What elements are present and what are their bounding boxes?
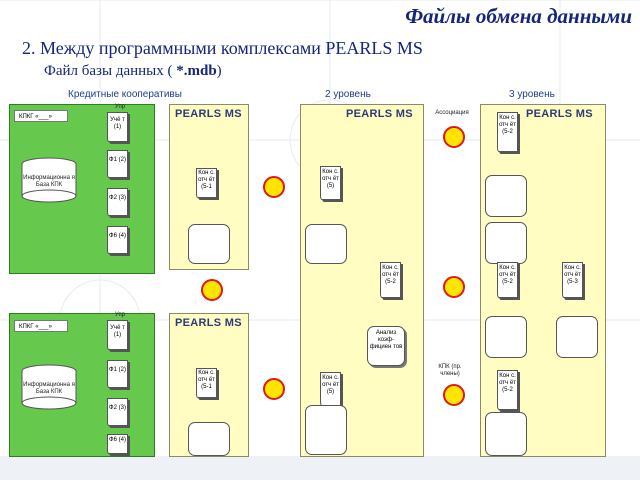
form-doc-f6-bottom: Ф6 (4) [107, 434, 128, 454]
blank-box-level2-top [305, 224, 347, 264]
info-db-label-bottom: Информационна я База КПК [23, 382, 75, 395]
pearls-label-left-top: PEARLS MS [175, 108, 242, 120]
form-doc-f6-top: Ф6 (4) [107, 226, 128, 254]
column-header-level-2: 2 уровень [325, 89, 371, 100]
connector-circle-1 [263, 176, 285, 198]
blank-box-level2-bottom [305, 405, 347, 455]
form-doc-f1-bottom: Ф1 (2) [107, 360, 128, 388]
form-doc-uchet-top: Учё т (1) [107, 112, 128, 142]
blank-box-left-bottom [188, 422, 230, 456]
report-doc-5-1-top: Кон с. отч ёт (5-1 [196, 168, 217, 198]
blank-box-left-top [188, 224, 230, 264]
connector-circle-3 [263, 378, 285, 400]
report-doc-5-2-level3-top: Кон с. отч ёт (5-2 [497, 112, 518, 152]
blank-box-level3-2 [485, 222, 527, 264]
database-icon-bottom [21, 364, 77, 410]
blank-box-level3-5 [485, 412, 527, 456]
file-ext: *.mdb [176, 63, 217, 79]
report-doc-5-2-level2: Кон с. отч ёт (5-2 [380, 262, 401, 298]
kpkg-label-bottom: КПКГ «___» [14, 320, 68, 332]
upr-label-bottom: Упр [114, 312, 126, 318]
upr-label-top: Упр [114, 104, 126, 110]
column-header-level-3: 3 уровень [509, 89, 555, 100]
connector-circle-5 [443, 276, 465, 298]
connector-circle-2 [201, 279, 223, 301]
connector-circle-4 [443, 126, 465, 148]
subtitle: 2. Между программными комплексами PEARLS… [22, 38, 423, 58]
analysis-box: Анализ коэф- фициен тов [367, 326, 405, 366]
blank-box-level3-3 [485, 316, 527, 358]
page-title: Файлы обмена данными [405, 4, 632, 28]
form-doc-f2-top: Ф2 (3) [107, 188, 128, 216]
pearls-label-level3: PEARLS MS [526, 108, 593, 120]
form-doc-f1-top: Ф1 (2) [107, 150, 128, 178]
file-line-prefix: Файл базы данных ( [44, 63, 177, 79]
form-doc-uchet-bottom: Учё т (1) [107, 320, 128, 350]
blank-box-level3-4 [556, 316, 598, 358]
connector-circle-6 [443, 384, 465, 406]
report-doc-5-level2-bottom: Кон с. отч ёт (5) [320, 372, 341, 406]
pearls-label-left-bottom: PEARLS MS [175, 317, 242, 329]
file-line-suffix: ) [216, 63, 222, 79]
report-doc-5-2-level3-mid: Кон с. отч ёт (5-2 [497, 262, 518, 298]
report-doc-5-1-bottom: Кон с. отч ёт (5-1 [196, 368, 217, 398]
report-doc-5-level2-top: Кон с. отч ёт (5) [320, 166, 341, 200]
info-db-label-top: Информационна я База КПК [23, 175, 75, 188]
kpk-members-label: КПК (пр. члены) [438, 364, 462, 377]
credit-coop-panel-bottom [9, 313, 155, 457]
file-line: Файл базы данных ( *.mdb) [44, 63, 222, 80]
pearls-label-level2: PEARLS MS [346, 108, 413, 120]
column-header-credit-coops: Кредитные кооперативы [68, 89, 182, 100]
report-doc-5-2-level3-bottom: Кон с. отч ёт (5-2 [497, 370, 518, 410]
blank-box-level3-1 [485, 175, 527, 217]
report-doc-5-3-level3: Кон с. отч ёт (5-3 [562, 262, 583, 298]
form-doc-f2-bottom: Ф2 (3) [107, 398, 128, 426]
database-icon-top [21, 157, 77, 203]
kpkg-label-top: КПКГ «___» [14, 110, 68, 122]
association-label: Ассоциация [435, 110, 469, 116]
